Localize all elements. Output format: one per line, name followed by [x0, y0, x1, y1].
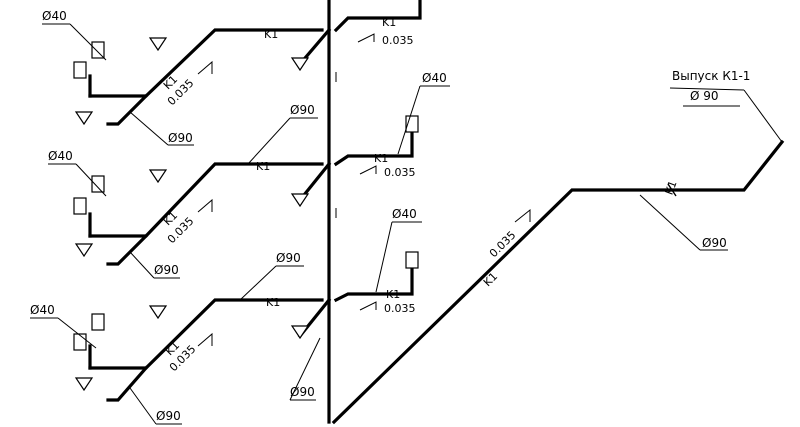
floor2-right-branch: [333, 128, 414, 167]
floor1-left-branch: [88, 28, 324, 98]
sink-icon: [73, 333, 87, 351]
floor3-labels: Ø40 Ø90 Ø90 K1 0.035 K1 Ø40 K1 0.035 Ø90: [30, 207, 422, 425]
floor1-right-branch: [333, 0, 422, 33]
fixtures-right: [290, 57, 419, 340]
floor3-left-lower: [106, 365, 149, 402]
outlet-leader-line: [743, 89, 783, 143]
floor2-right-k1: K1: [374, 152, 388, 165]
funnel-icon: [148, 169, 168, 184]
outlet-k1-label: K1: [663, 179, 680, 197]
sink-icon: [91, 175, 105, 193]
outlet-diameter: Ø 90: [690, 89, 719, 103]
floor3-top-k1: K1: [266, 296, 280, 309]
funnel-icon: [74, 111, 94, 126]
funnel-icon: [290, 325, 310, 340]
floor1-top-k1: K1: [264, 28, 278, 41]
floor3-right-branch: [333, 268, 414, 303]
floor3-left-branch: [88, 298, 324, 370]
funnel-icon: [290, 57, 310, 72]
outlet-k1-tick: [667, 183, 677, 197]
floor3-right-d40-label: Ø40: [392, 207, 417, 221]
floor3-d90-label: Ø90: [156, 409, 181, 423]
floor1-d40-label: Ø40: [42, 9, 67, 23]
outlet-k1-slope-code: K1: [481, 270, 500, 289]
funnel-icon: [148, 37, 168, 52]
floor-branch-1: [88, 0, 422, 126]
funnel-icon: [290, 193, 310, 208]
floor2-d90-top-label: Ø90: [290, 103, 315, 117]
sink-icon: [91, 41, 105, 59]
outlet-title: Выпуск К1-1: [672, 69, 750, 83]
floor2-d40-label: Ø40: [48, 149, 73, 163]
floor2-right-d40-label: Ø40: [422, 71, 447, 85]
funnel-icon: [74, 377, 94, 392]
floor2-labels: Ø40 Ø90 Ø90 K1 0.035 K1 Ø40 K1 0.035: [48, 71, 450, 279]
floor2-right-slope: 0.035: [384, 166, 416, 179]
floor2-left-branch: [88, 162, 324, 238]
floor3-riser-d90-label: Ø90: [290, 385, 315, 399]
floor2-d90-label: Ø90: [154, 263, 179, 277]
floor1-right-k1: K1: [382, 16, 396, 29]
floor3-d90-top-label: Ø90: [276, 251, 301, 265]
outlet-pipe: [331, 139, 785, 425]
floor3-d40-label: Ø40: [30, 303, 55, 317]
floor2-left-lower: [106, 233, 149, 266]
sink-icon: [73, 61, 87, 79]
funnel-icon: [74, 243, 94, 258]
floor1-right-slope: 0.035: [382, 34, 414, 47]
sink-icon: [91, 313, 105, 331]
floor1-labels: Ø40 Ø90 K1 0.035 K1 K1 0.035: [42, 9, 414, 146]
outlet-d90-label: Ø90: [702, 236, 727, 250]
floor2-top-k1: K1: [256, 160, 270, 173]
floor3-right-k1: K1: [386, 288, 400, 301]
floor1-d90-label: Ø90: [168, 131, 193, 145]
floor-branch-3: [88, 268, 414, 402]
floor1-left-lower: [106, 93, 149, 126]
fixtures-left: [73, 37, 168, 392]
sink-icon: [73, 197, 87, 215]
funnel-icon: [148, 305, 168, 320]
outlet-d90-leader: [639, 194, 701, 251]
floor3-right-slope: 0.035: [384, 302, 416, 315]
outlet-slope-arrow: [514, 208, 531, 223]
sink-icon: [405, 251, 419, 269]
floor-branch-2: [88, 128, 414, 266]
outlet-label-underline: [669, 87, 745, 91]
